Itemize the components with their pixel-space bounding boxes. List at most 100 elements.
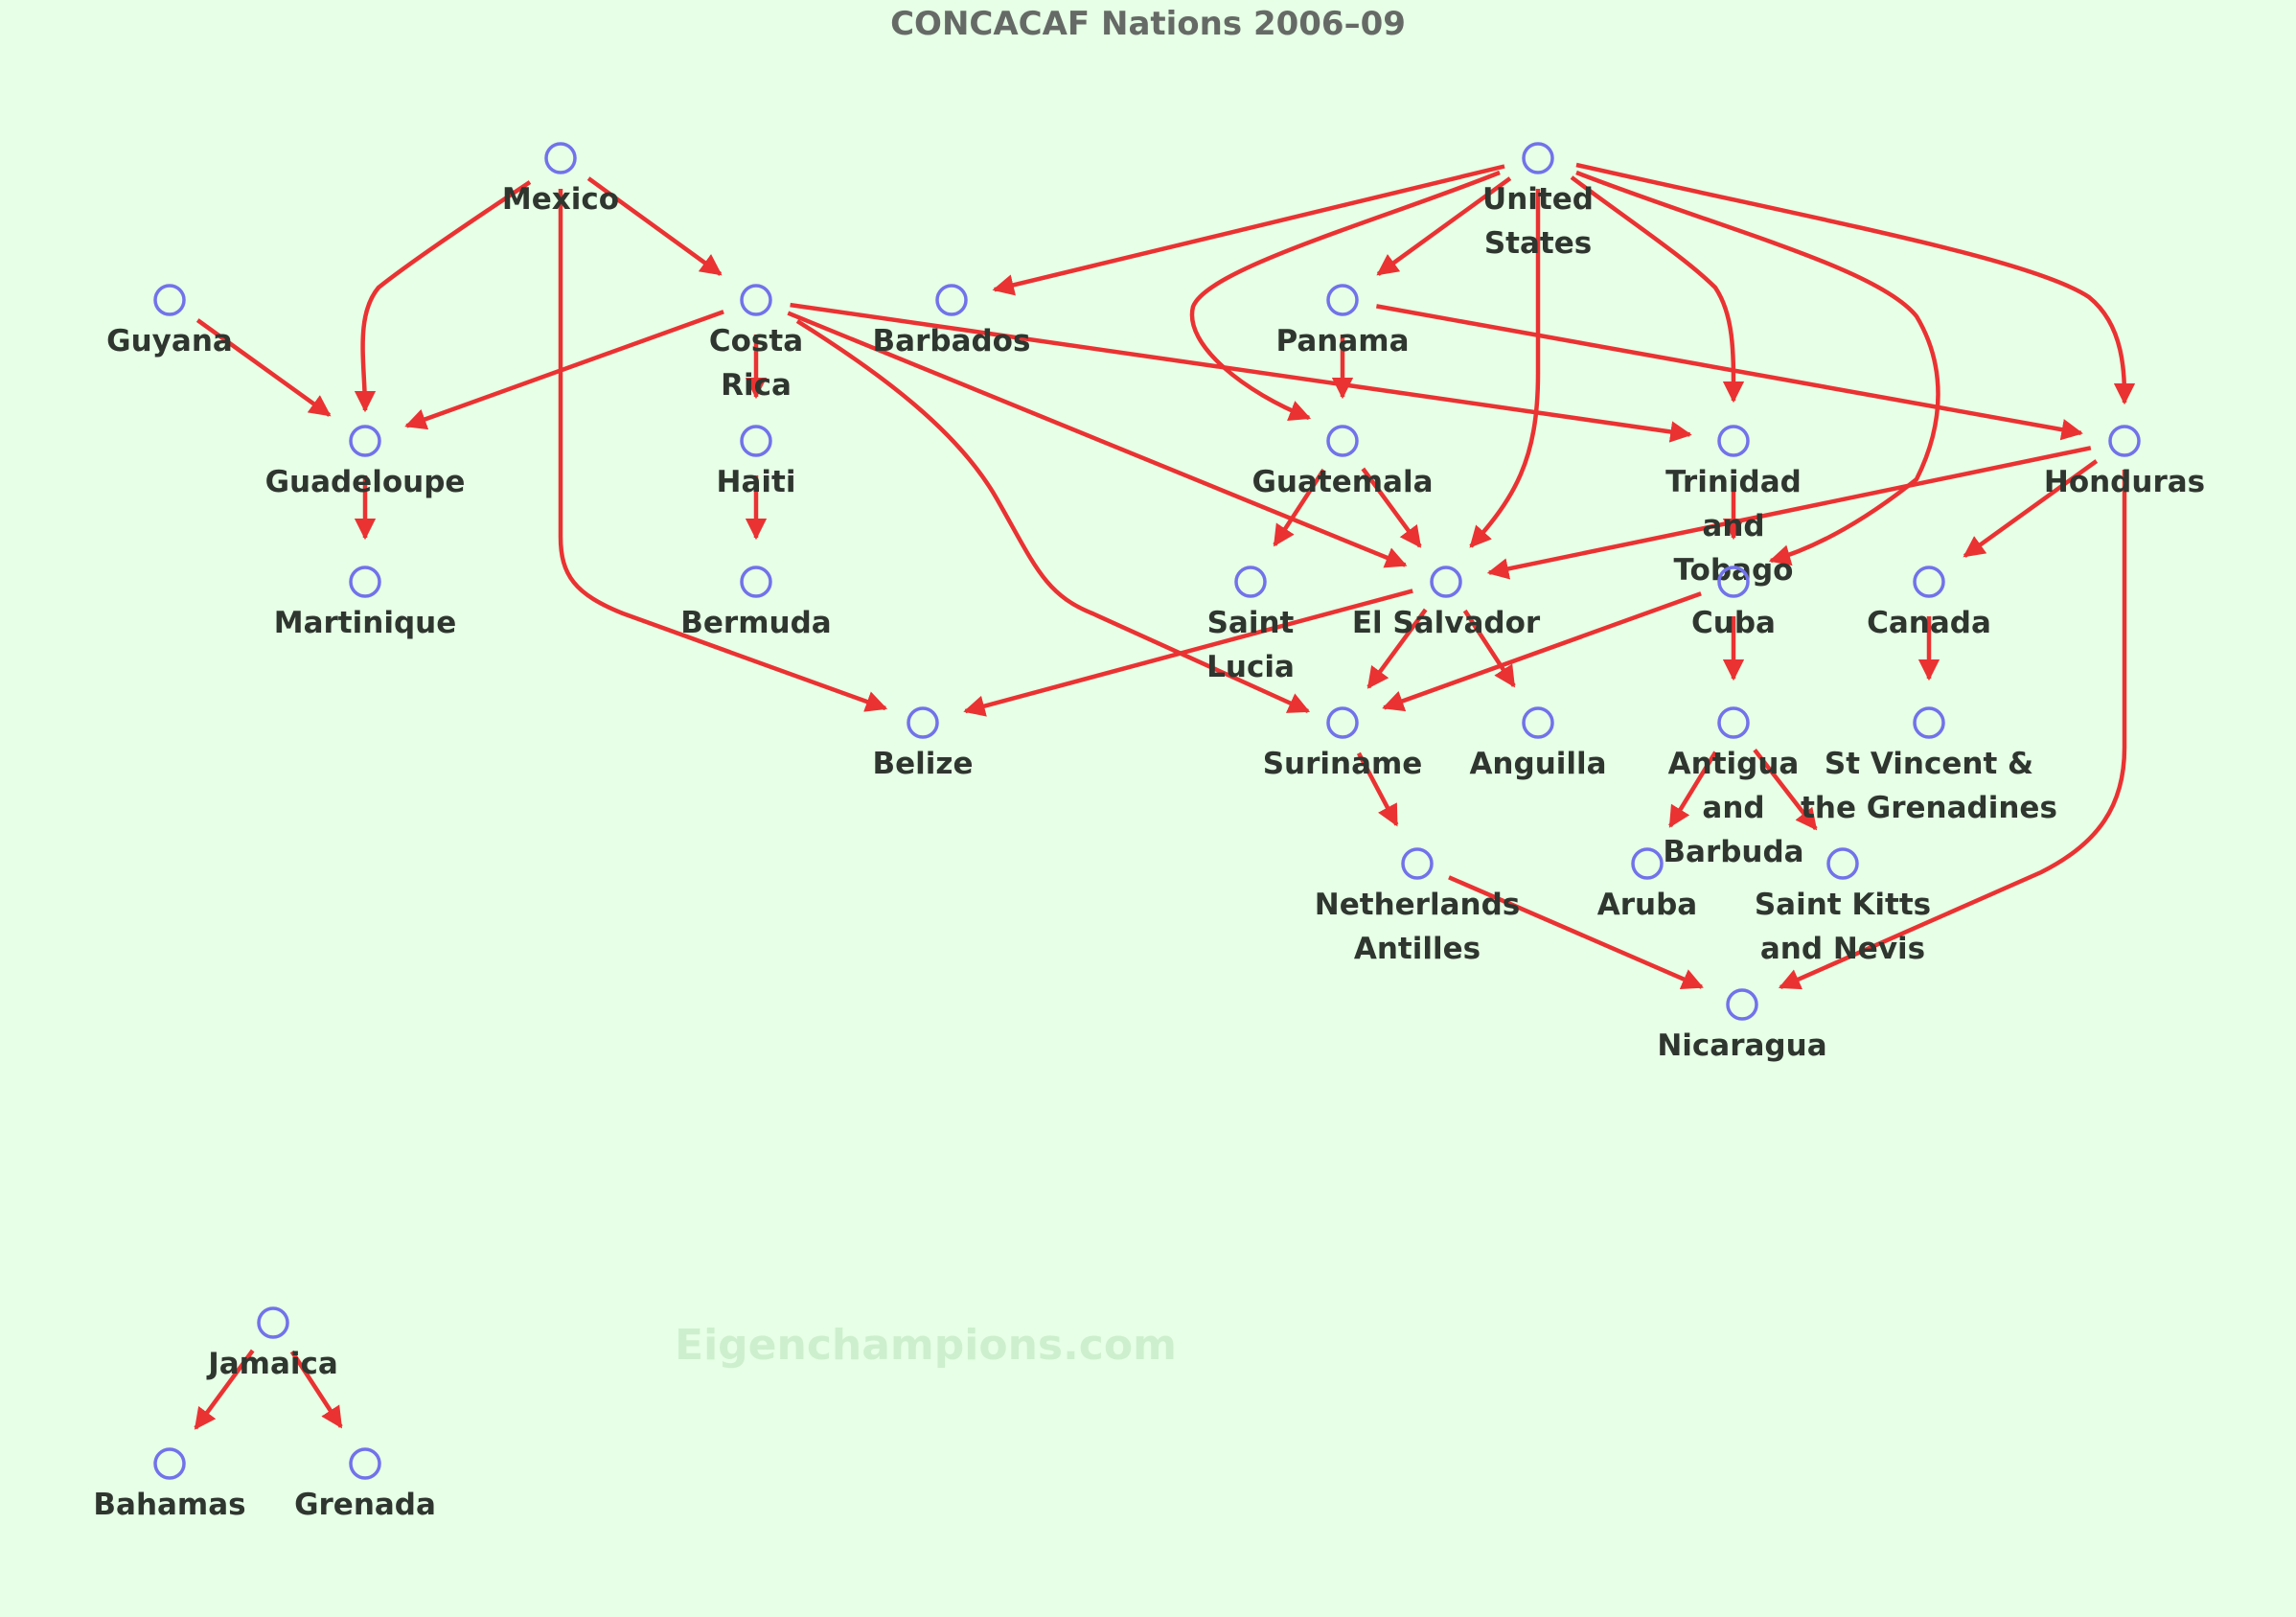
node-bahamas[interactable]: Bahamas <box>93 1447 246 1522</box>
node-circle[interactable] <box>1631 847 1664 880</box>
node-belize[interactable]: Belize <box>873 706 974 781</box>
node-label: Lucia <box>1206 650 1295 684</box>
edge-usa-to-cuba <box>1575 170 1940 566</box>
node-label: the Grenadines <box>1801 791 2057 825</box>
node-label: Grenada <box>294 1488 436 1522</box>
node-guyana[interactable]: Guyana <box>106 284 233 358</box>
node-circle[interactable] <box>1326 425 1359 457</box>
node-honduras[interactable]: Honduras <box>2044 425 2205 499</box>
node-label: Costa <box>709 324 803 358</box>
node-stvincent[interactable]: St Vincent &the Grenadines <box>1801 706 2057 825</box>
edge-antigua-to-aruba <box>1668 751 1718 828</box>
node-label: Tobago <box>1674 553 1794 588</box>
edge-costarica-to-suriname <box>795 319 1311 714</box>
node-circle[interactable] <box>1234 566 1267 598</box>
edge-elsalvador-to-anguilla <box>1462 609 1516 688</box>
watermark: Eigenchampions.com <box>675 1321 1177 1370</box>
node-label: Barbados <box>873 324 1031 358</box>
node-label: Netherlands <box>1315 888 1520 922</box>
node-label: Barbuda <box>1663 835 1803 869</box>
node-circle[interactable] <box>2108 425 2141 457</box>
edge-usa-to-panama <box>1376 176 1512 276</box>
edge-layer <box>194 162 2136 1430</box>
node-anguilla[interactable]: Anguilla <box>1469 706 1607 781</box>
node-label: and <box>1702 509 1764 543</box>
edge-netherlands-to-nicaragua <box>1448 875 1704 989</box>
node-circle[interactable] <box>1430 566 1462 598</box>
node-circle[interactable] <box>1717 706 1750 739</box>
node-guadeloupe[interactable]: Guadeloupe <box>265 425 466 499</box>
edge-cuba-to-suriname <box>1382 591 1702 712</box>
node-circle[interactable] <box>740 425 772 457</box>
node-grenada[interactable]: Grenada <box>294 1447 436 1522</box>
node-guatemala[interactable]: Guatemala <box>1251 425 1434 499</box>
node-suriname[interactable]: Suriname <box>1263 706 1423 781</box>
node-circle[interactable] <box>349 1447 381 1480</box>
node-label: Guadeloupe <box>265 465 466 499</box>
node-label: Haiti <box>717 465 796 499</box>
node-circle[interactable] <box>1726 988 1758 1021</box>
node-circle[interactable] <box>544 142 577 174</box>
node-haiti[interactable]: Haiti <box>717 425 796 499</box>
edge-jamaica-to-grenada <box>289 1350 343 1429</box>
node-label: Panama <box>1275 324 1409 358</box>
node-circle[interactable] <box>1522 706 1554 739</box>
node-circle[interactable] <box>1717 566 1750 598</box>
node-elsalvador[interactable]: El Salvador <box>1352 566 1541 640</box>
edge-usa-to-barbados <box>992 164 1505 296</box>
edge-usa-to-guatemala <box>1189 170 1501 422</box>
node-aruba[interactable]: Aruba <box>1597 847 1697 922</box>
node-circle[interactable] <box>1401 847 1434 880</box>
node-martinique[interactable]: Martinique <box>274 566 456 640</box>
node-barbados[interactable]: Barbados <box>873 284 1031 358</box>
node-circle[interactable] <box>1913 706 1945 739</box>
node-label: Antilles <box>1354 932 1481 966</box>
edge-elsalvador-to-belize <box>963 589 1413 717</box>
node-canada[interactable]: Canada <box>1867 566 1991 640</box>
node-label: and Nevis <box>1760 932 1925 966</box>
node-label: Bermuda <box>680 606 831 640</box>
edge-guatemala-to-saintlucia <box>1273 468 1326 547</box>
node-nicaragua[interactable]: Nicaragua <box>1657 988 1827 1063</box>
edge-usa-to-elsalvador <box>1469 189 1541 548</box>
node-circle[interactable] <box>153 284 186 316</box>
node-jamaica[interactable]: Jamaica <box>206 1306 338 1381</box>
edge-costarica-to-guadeloupe <box>404 310 724 430</box>
node-label: Belize <box>873 747 974 781</box>
node-label: United <box>1482 182 1594 217</box>
edge-honduras-to-elsalvador <box>1486 446 2092 580</box>
diagram-title: CONCACAF Nations 2006–09 <box>890 5 1406 43</box>
node-circle[interactable] <box>1326 706 1359 739</box>
node-circle[interactable] <box>740 566 772 598</box>
node-circle[interactable] <box>349 425 381 457</box>
node-label: Mexico <box>502 182 619 217</box>
node-circle[interactable] <box>740 284 772 316</box>
node-panama[interactable]: Panama <box>1275 284 1410 358</box>
edge-honduras-to-nicaragua <box>1778 470 2127 990</box>
node-circle[interactable] <box>257 1306 289 1339</box>
node-mexico[interactable]: Mexico <box>502 142 619 217</box>
node-circle[interactable] <box>1717 425 1750 457</box>
node-circle[interactable] <box>1522 142 1554 174</box>
node-bermuda[interactable]: Bermuda <box>680 566 832 640</box>
node-circle[interactable] <box>153 1447 186 1480</box>
node-label: Canada <box>1867 606 1991 640</box>
node-label: El Salvador <box>1352 606 1541 640</box>
node-cuba[interactable]: Cuba <box>1691 566 1776 640</box>
node-circle[interactable] <box>1326 284 1359 316</box>
node-circle[interactable] <box>1826 847 1859 880</box>
edge-elsalvador-to-suriname <box>1366 608 1428 689</box>
node-label: and <box>1702 791 1764 825</box>
node-circle[interactable] <box>907 706 939 739</box>
node-circle[interactable] <box>349 566 381 598</box>
node-circle[interactable] <box>1913 566 1945 598</box>
node-circle[interactable] <box>935 284 968 316</box>
